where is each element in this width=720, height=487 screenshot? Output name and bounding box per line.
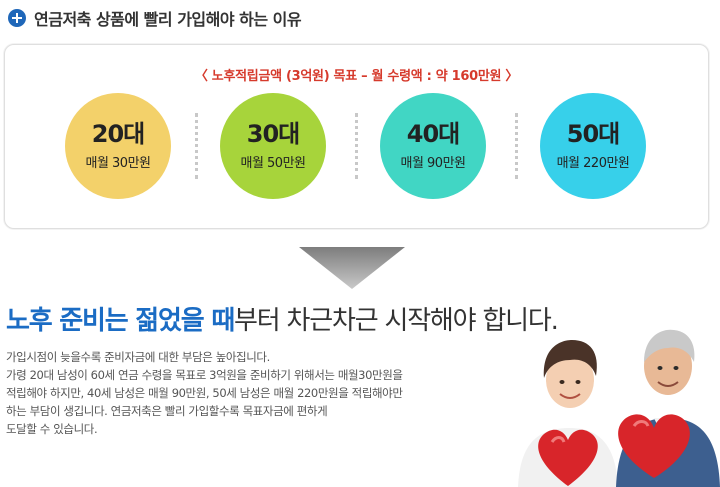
description-line: 가입시점이 늦을수록 준비자금에 대한 부담은 높아집니다. <box>6 350 270 364</box>
monthly-amount: 매월 50만원 <box>240 155 306 171</box>
age-circle-20s: 20대 매월 30만원 <box>65 93 171 199</box>
monthly-amount: 매월 90만원 <box>400 155 466 171</box>
description-line: 적립해야 하지만, 40세 남성은 매월 90만원, 50세 남성은 매월 22… <box>6 386 403 400</box>
age-label: 20대 <box>91 119 145 148</box>
dotted-divider <box>355 113 358 179</box>
description-line: 하는 부담이 생깁니다. 연금저축은 빨리 가입할수록 목표자금에 편하게 <box>6 404 328 418</box>
section-title: 연금저축 상품에 빨리 가입해야 하는 이유 <box>34 10 302 29</box>
headline-emphasis: 노후 준비는 젊었을 때 <box>6 306 235 336</box>
age-label: 40대 <box>406 119 460 148</box>
monthly-amount: 매월 220만원 <box>556 155 630 171</box>
down-arrow-icon <box>299 247 405 289</box>
senior-couple-illustration <box>508 318 720 487</box>
dotted-divider <box>515 113 518 179</box>
age-circle-40s: 40대 매월 90만원 <box>380 93 486 199</box>
plus-circle-icon <box>8 9 26 27</box>
headline-rest: 부터 차근차근 시작해야 합니다. <box>234 306 559 336</box>
description-line: 가령 20대 남성이 60세 연금 수령을 목표로 3억원을 준비하기 위해서는… <box>6 368 403 382</box>
age-label: 30대 <box>246 119 300 148</box>
savings-goal-panel: 〈 노후적립금액 (3억원) 목표 – 월 수령액 : 약 160만원 〉 20… <box>4 44 709 229</box>
age-circle-50s: 50대 매월 220만원 <box>540 93 646 199</box>
headline: 노후 준비는 젊었을 때부터 차근차근 시작해야 합니다. <box>6 300 559 337</box>
panel-caption: 〈 노후적립금액 (3억원) 목표 – 월 수령액 : 약 160만원 〉 <box>194 69 519 84</box>
monthly-amount: 매월 30만원 <box>85 155 151 171</box>
section-header: 연금저축 상품에 빨리 가입해야 하는 이유 <box>8 6 302 30</box>
age-label: 50대 <box>566 119 620 148</box>
age-circles: 20대 매월 30만원 30대 매월 50만원 40대 매월 90만원 50대 … <box>5 93 708 203</box>
age-circle-30s: 30대 매월 50만원 <box>220 93 326 199</box>
description-line: 도달할 수 있습니다. <box>6 422 98 436</box>
dotted-divider <box>195 113 198 179</box>
description: 가입시점이 늦을수록 준비자금에 대한 부담은 높아집니다. 가령 20대 남성… <box>6 348 516 438</box>
